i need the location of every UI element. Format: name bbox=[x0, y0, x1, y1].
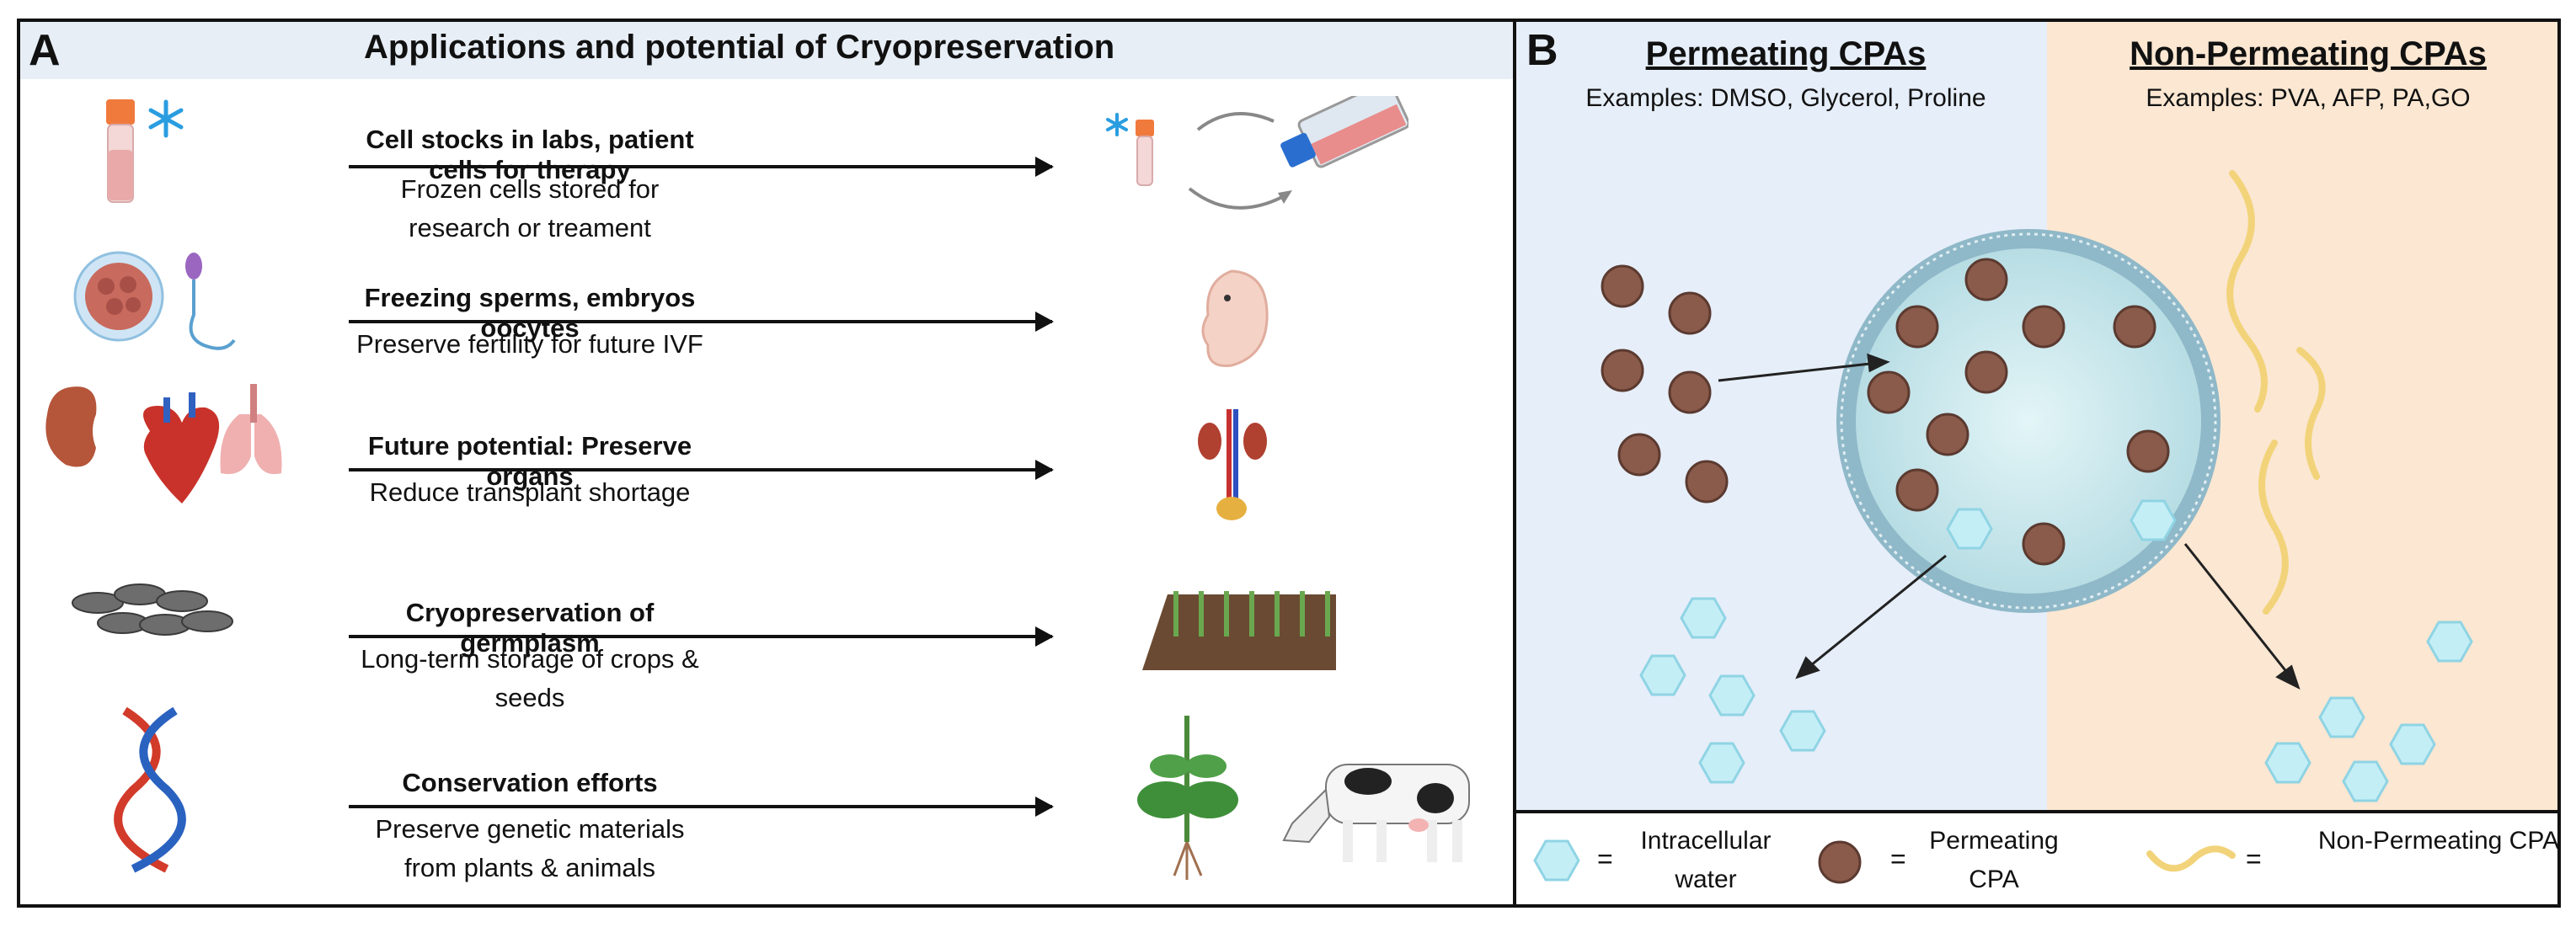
row-arrow bbox=[349, 626, 1054, 647]
fetus-icon bbox=[1201, 269, 1269, 367]
panel-b-letter: B bbox=[1526, 26, 1558, 75]
embryo-cell-icon bbox=[73, 251, 164, 342]
row-arrow bbox=[349, 460, 1054, 480]
movement-arrows bbox=[1718, 353, 2301, 690]
non-permeating-title: Non-Permeating CPAs bbox=[2130, 35, 2487, 72]
legend: = Intracellular water = Permeating CPA =… bbox=[1516, 810, 2557, 904]
panel-a-title-bar bbox=[20, 22, 1513, 79]
permeating-cpa-inside bbox=[1867, 258, 2170, 566]
panel-a-letter: A bbox=[29, 26, 61, 75]
row-description: Preserve fertility for future IVF bbox=[356, 329, 703, 359]
row-heading: Freezing sperms, embryos oocytes bbox=[364, 283, 696, 343]
row-arrow bbox=[349, 157, 1054, 177]
row-description: Long-term storage of crops & seeds bbox=[361, 644, 699, 712]
non-permeating-cpa-chains bbox=[2226, 170, 2326, 615]
panel-a: A Applications and potential of Cryopres… bbox=[17, 19, 1516, 908]
application-row-fertility: Freezing sperms, embryos oocytes Preserv… bbox=[20, 232, 1513, 376]
legend-permeating-label: Permeating CPA bbox=[1929, 827, 2059, 893]
legend-non-permeating-label: Non-Permeating CPA bbox=[2317, 827, 2560, 855]
non-permeating-examples: Examples: PVA, AFP, PA,GO bbox=[2146, 84, 2471, 112]
kidney-icon bbox=[45, 386, 97, 467]
organs-group bbox=[45, 384, 282, 503]
flask-icon bbox=[1106, 96, 1408, 210]
plant-icon bbox=[1137, 716, 1238, 880]
legend-equals: = bbox=[2246, 844, 2262, 874]
vial-icon bbox=[106, 99, 135, 203]
application-row-conservation: Conservation efforts Preserve genetic ma… bbox=[20, 702, 1513, 882]
lungs-icon bbox=[220, 384, 282, 475]
heart-icon bbox=[143, 392, 220, 503]
legend-water-label: Intracellular water bbox=[1640, 827, 1772, 893]
water-hexagon-icon bbox=[1533, 839, 1580, 882]
row-arrow bbox=[349, 312, 1054, 332]
permeating-cpa-outside bbox=[1601, 264, 1729, 503]
row-description: Frozen cells stored for research or trea… bbox=[400, 174, 660, 242]
crop-field-icon bbox=[1142, 591, 1336, 670]
cow-icon bbox=[1282, 764, 1470, 862]
row-heading: Future potential: Preserve organs bbox=[367, 431, 692, 491]
cell-diagram bbox=[1601, 170, 2473, 802]
seeds-icon bbox=[72, 583, 233, 636]
row-description: Reduce transplant shortage bbox=[369, 477, 691, 507]
panel-a-title: Applications and potential of Cryopreser… bbox=[364, 29, 1115, 66]
dna-icon bbox=[114, 706, 186, 873]
application-row-cell-stocks: Cell stocks in labs, patient cells for t… bbox=[20, 89, 1513, 242]
legend-equals: = bbox=[1597, 844, 1613, 874]
row-heading: Conservation efforts bbox=[402, 768, 658, 797]
brown-cpa-icon bbox=[1818, 840, 1862, 884]
row-description: Preserve genetic materials from plants &… bbox=[375, 814, 685, 882]
snowflake-icon bbox=[148, 99, 184, 138]
gold-chain-icon bbox=[2146, 845, 2236, 872]
row-arrow bbox=[349, 796, 1054, 817]
application-row-organs: Future potential: Preserve organs Reduce… bbox=[20, 376, 1513, 520]
urinary-organs-icon bbox=[1198, 409, 1267, 520]
row-heading: Cryopreservation of germplasm bbox=[405, 598, 655, 658]
application-row-germplasm: Cryopreservation of germplasm Long-term … bbox=[20, 544, 1513, 712]
legend-equals: = bbox=[1890, 844, 1906, 874]
row-heading: Cell stocks in labs, patient cells for t… bbox=[366, 125, 694, 184]
panel-b: B Permeating CPAs Examples: DMSO, Glycer… bbox=[1513, 19, 2561, 908]
permeating-title: Permeating CPAs bbox=[1645, 35, 1927, 72]
permeating-examples: Examples: DMSO, Glycerol, Proline bbox=[1585, 84, 1986, 112]
sperm-icon bbox=[185, 253, 236, 350]
